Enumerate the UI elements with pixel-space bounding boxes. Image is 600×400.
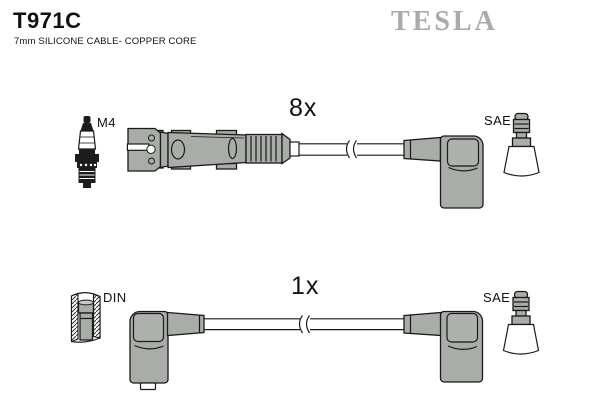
cable-break-icon	[345, 140, 351, 159]
spark-plug-boot-icon	[403, 310, 484, 383]
cable-top	[299, 140, 404, 159]
cable-break-icon	[298, 315, 304, 334]
spark-plug-boot-icon	[129, 310, 205, 391]
terminal-label-sae-bottom: SAE	[483, 290, 511, 305]
din-connector-icon	[70, 292, 101, 343]
tesla-logo: TESLA	[391, 6, 498, 37]
quantity-label-top: 8x	[289, 94, 318, 122]
plug-type-label-din: DIN	[103, 290, 127, 305]
part-number-title: T971C	[13, 8, 82, 33]
coil-connector-icon	[126, 127, 300, 172]
quantity-label-bottom: 1x	[291, 272, 320, 300]
plug-type-label-m4: M4	[97, 115, 116, 130]
spark-plug-icon	[75, 116, 99, 188]
cable-bottom	[204, 315, 404, 334]
sae-terminal-icon	[503, 112, 540, 177]
cable-spec-subtitle: 7mm SILICONE CABLE- COPPER CORE	[14, 36, 197, 47]
spark-plug-boot-icon	[403, 135, 484, 209]
terminal-label-sae-top: SAE	[484, 113, 512, 128]
sae-terminal-icon	[502, 290, 540, 355]
